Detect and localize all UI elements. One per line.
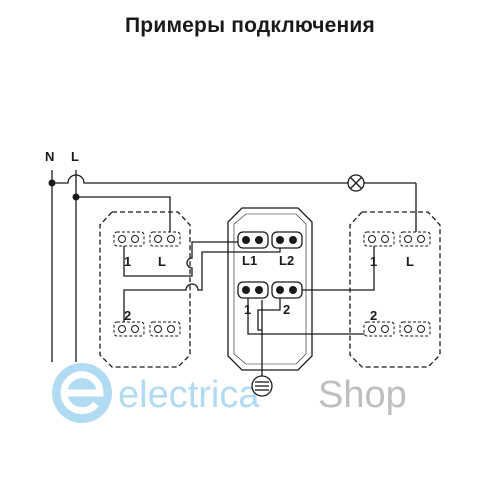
left-switch-label-l: L <box>158 254 166 269</box>
center-switch-housing <box>227 207 313 371</box>
neutral-to-lamp-wire <box>52 174 348 184</box>
watermark: electrica Shop <box>52 363 407 423</box>
left-switch-label-2: 2 <box>124 308 131 323</box>
watermark-e-icon <box>52 363 112 423</box>
right-switch-label-2: 2 <box>370 308 377 323</box>
center-switch-label-2: 2 <box>283 302 290 317</box>
line-to-left-switch-wire <box>76 196 171 232</box>
page-title: Примеры подключения <box>125 14 375 37</box>
right-switch-housing <box>349 211 441 368</box>
neutral-bus-label: N <box>45 149 54 164</box>
left-switch-terminals <box>113 231 181 337</box>
center-switch-label-1: 1 <box>244 302 251 317</box>
right-switch-label-1: 1 <box>370 254 377 269</box>
watermark-text-1: electrica <box>118 374 260 416</box>
right-switch-label-l: L <box>406 254 414 269</box>
lamp-icon <box>347 174 365 192</box>
center-switch-label-l2: L2 <box>279 253 294 268</box>
left-switch-label-1: 1 <box>124 254 131 269</box>
center-switch-label-l1: L1 <box>242 253 257 268</box>
right-switch-terminals <box>363 231 431 337</box>
left-switch-housing <box>99 211 191 368</box>
line-bus-label: L <box>71 149 79 164</box>
center-switch-terminals <box>237 231 303 299</box>
watermark-text-2: Shop <box>318 374 407 416</box>
ground-icon <box>251 375 273 397</box>
